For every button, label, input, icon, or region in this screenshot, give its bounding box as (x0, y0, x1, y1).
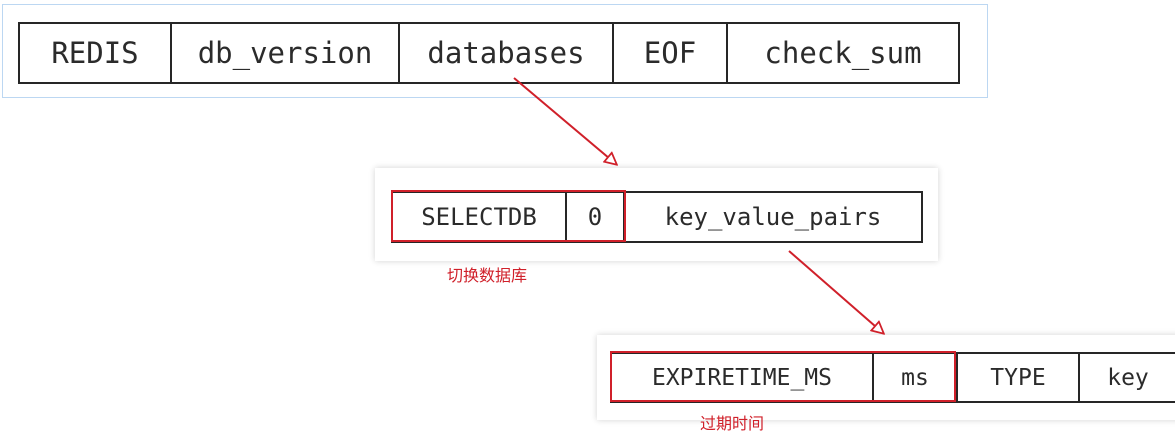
redis-field: REDIS (20, 24, 172, 82)
databases-to-selectdb-arrow (513, 77, 616, 164)
expiretime-ms-field: EXPIRETIME_MS (612, 354, 874, 401)
ms-field: ms (874, 354, 958, 401)
db-version-field: db_version (172, 24, 400, 82)
key-field: key (1107, 364, 1149, 391)
eof-field: EOF (614, 24, 728, 82)
type-field: TYPE (958, 354, 1080, 401)
expire-time-note: 过期时间 (700, 414, 765, 433)
selectdb-field: SELECTDB (393, 193, 567, 241)
rdb-structure-row: REDIS db_version databases EOF check_sum (18, 22, 960, 84)
select-database-note: 切换数据库 (447, 266, 528, 285)
databases-field: databases (400, 24, 614, 82)
keyvalue-to-expiretime-arrow (788, 250, 883, 333)
check-sum-field: check_sum (764, 36, 922, 70)
key-value-pairs-field: key_value_pairs (664, 203, 882, 231)
